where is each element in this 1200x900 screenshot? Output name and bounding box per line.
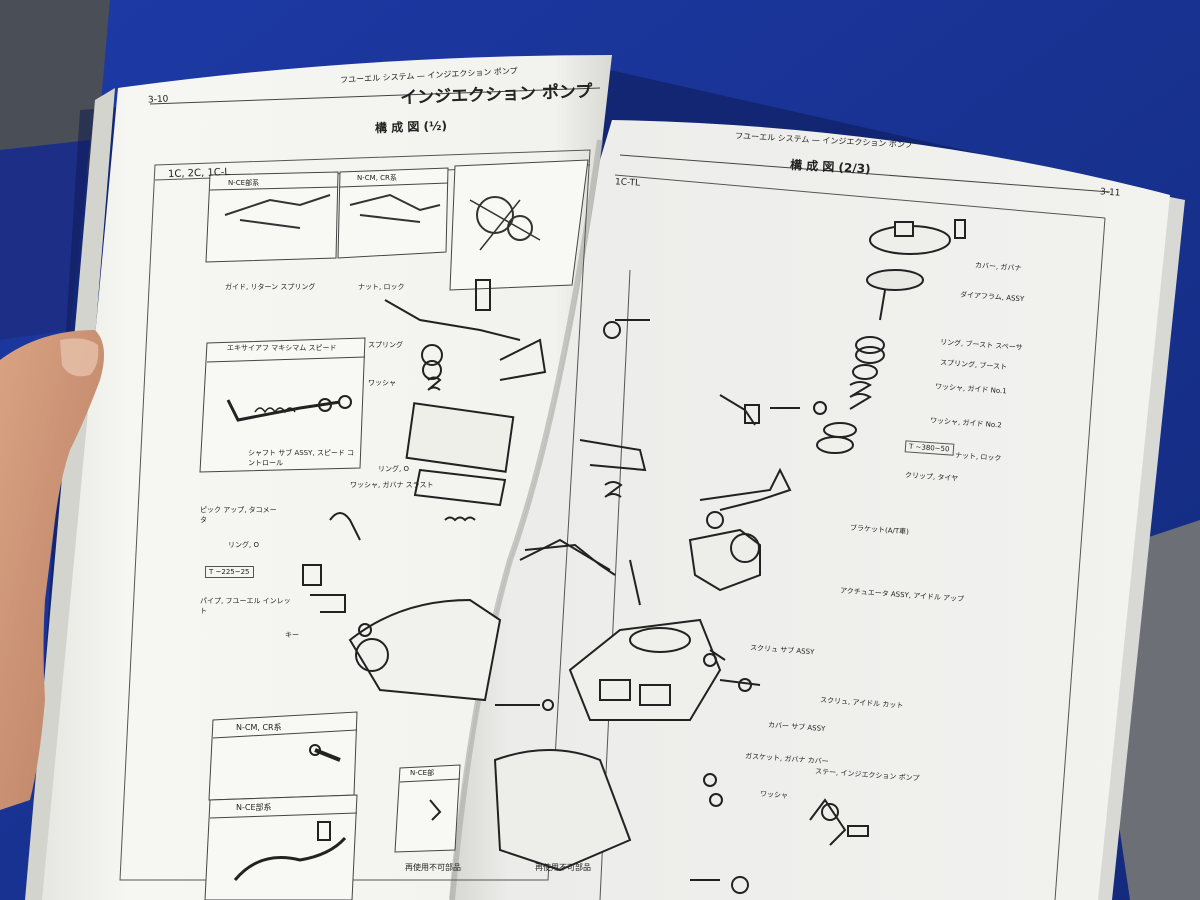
- left-callout-torque: T ~225~25: [205, 566, 254, 578]
- box-label-2: N-CM, CR系: [357, 174, 397, 182]
- variant-box-2: [337, 167, 449, 259]
- box-label-6: N-CE部: [410, 769, 435, 777]
- page-stack-edge-left: [25, 88, 115, 900]
- left-page-number: 3-10: [147, 94, 169, 106]
- left-callout-nut: ナット, ロック: [358, 283, 405, 291]
- left-callout-oring: リング, O: [378, 465, 409, 473]
- right-footer-note: 再使用不可部品: [535, 863, 591, 872]
- variant-box-6: [394, 764, 461, 853]
- left-callout-pipe: パイプ, フユーエル インレット: [200, 597, 291, 615]
- left-exploded-diagram: [302, 279, 611, 702]
- left-callout-shaft: シャフト サブ ASSY, スピード コントロール: [248, 449, 355, 467]
- right-callout-washer3: ワッシャ: [759, 790, 789, 800]
- left-callout-pickup: ピック アップ, タコメータ: [200, 506, 277, 524]
- variant-box-5a: [208, 711, 358, 801]
- right-model-label: 1C-TL: [614, 177, 641, 189]
- left-callout-governor-washer: ワッシャ, ガバナ スラスト: [350, 481, 434, 489]
- hand-thumb: [0, 330, 104, 810]
- left-callout-guide: ガイド, リターン スプリング: [225, 283, 316, 291]
- variant-box-1: [205, 171, 339, 263]
- box-label-5b: N-CE部系: [236, 803, 272, 812]
- left-page-subtitle: 構 成 図 (½): [374, 118, 448, 136]
- left-callout-key: キー: [285, 631, 299, 639]
- box-label-1: N-CE部系: [228, 179, 260, 187]
- variant-box-5b: [204, 794, 358, 900]
- variant-box-shaft: [199, 337, 366, 473]
- box-label-5a: N-CM, CR系: [236, 723, 282, 732]
- left-callout-spring: スプリング: [368, 341, 403, 349]
- left-model-label: 1C, 2C, 1C-L: [167, 166, 231, 181]
- right-page-number: 3-11: [1099, 187, 1121, 199]
- left-diagram-frame: [119, 149, 591, 881]
- left-callout-oring-2: リング, O: [228, 541, 259, 549]
- right-exploded-diagram: [493, 219, 966, 894]
- left-callout-washer: ワッシャ: [368, 379, 396, 387]
- left-footer-note: 再使用不可部品: [405, 863, 461, 872]
- box-label-3: エキサイアフ マキシマム スピード: [227, 344, 337, 352]
- variant-box-3: [449, 159, 589, 291]
